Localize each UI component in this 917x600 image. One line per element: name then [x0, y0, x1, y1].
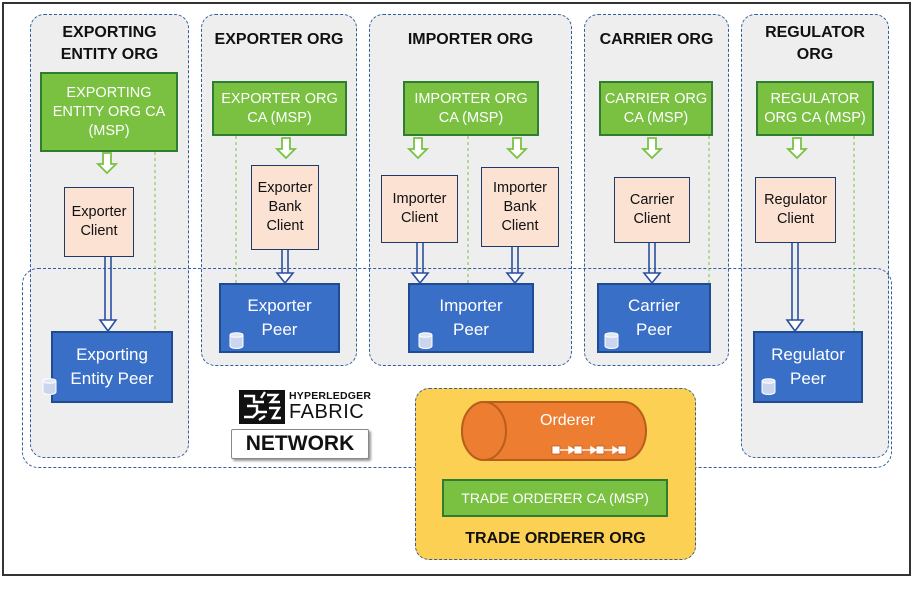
regulator-org-ca: REGULATOR ORG CA (MSP)	[756, 81, 874, 136]
exporter-org-title: EXPORTER ORG	[214, 31, 344, 48]
arrow-icon	[408, 137, 428, 159]
carrier-client: Carrier Client	[614, 177, 690, 243]
hyperledger-logo-icon	[239, 390, 285, 424]
hyperledger-wordmark: HYPERLEDGER	[289, 390, 372, 402]
arrow-icon	[642, 137, 662, 159]
importer-bank-client: Importer Bank Client	[481, 167, 559, 247]
exporting-entity-peer: Exporting Entity Peer	[51, 331, 173, 403]
regulator-peer: Regulator Peer	[753, 331, 863, 403]
exporter-org-ca: EXPORTER ORG CA (MSP)	[212, 81, 347, 136]
regulator-client: Regulator Client	[755, 177, 836, 243]
arrow-icon	[97, 152, 117, 174]
hyperledger-fabric-logo: HYPERLEDGER FABRIC NETWORK	[231, 390, 371, 460]
database-icon	[604, 332, 619, 349]
database-icon	[42, 378, 57, 395]
database-icon	[229, 332, 244, 349]
exporter-client: Exporter Client	[64, 187, 134, 257]
arrow-icon	[276, 137, 296, 159]
importer-org-ca: IMPORTER ORG CA (MSP)	[403, 81, 539, 136]
exporting-entity-org-title: EXPORTING ENTITY ORG	[60, 24, 159, 63]
orderer-cylinder	[461, 401, 647, 461]
exporter-bank-client: Exporter Bank Client	[251, 165, 319, 250]
database-icon	[418, 332, 433, 349]
database-icon	[761, 378, 776, 395]
arrow-icon	[507, 137, 527, 159]
carrier-org-title: CARRIER ORG	[599, 31, 714, 48]
exporting-entity-org-ca: EXPORTING ENTITY ORG CA (MSP)	[40, 72, 178, 152]
diagram-frame	[2, 2, 911, 576]
arrow-icon	[787, 137, 807, 159]
fabric-wordmark: FABRIC	[289, 401, 365, 423]
network-label: NETWORK	[231, 429, 369, 459]
importer-org-title: IMPORTER ORG	[407, 31, 534, 48]
trade-orderer-org-title: TRADE ORDERER ORG	[465, 530, 646, 547]
carrier-org-ca: CARRIER ORG CA (MSP)	[599, 81, 713, 136]
regulator-org-title: REGULATOR ORG	[765, 24, 865, 63]
importer-client: Importer Client	[381, 175, 458, 243]
trade-orderer-ca: TRADE ORDERER CA (MSP)	[442, 479, 668, 517]
orderer-label: Orderer	[540, 412, 596, 429]
